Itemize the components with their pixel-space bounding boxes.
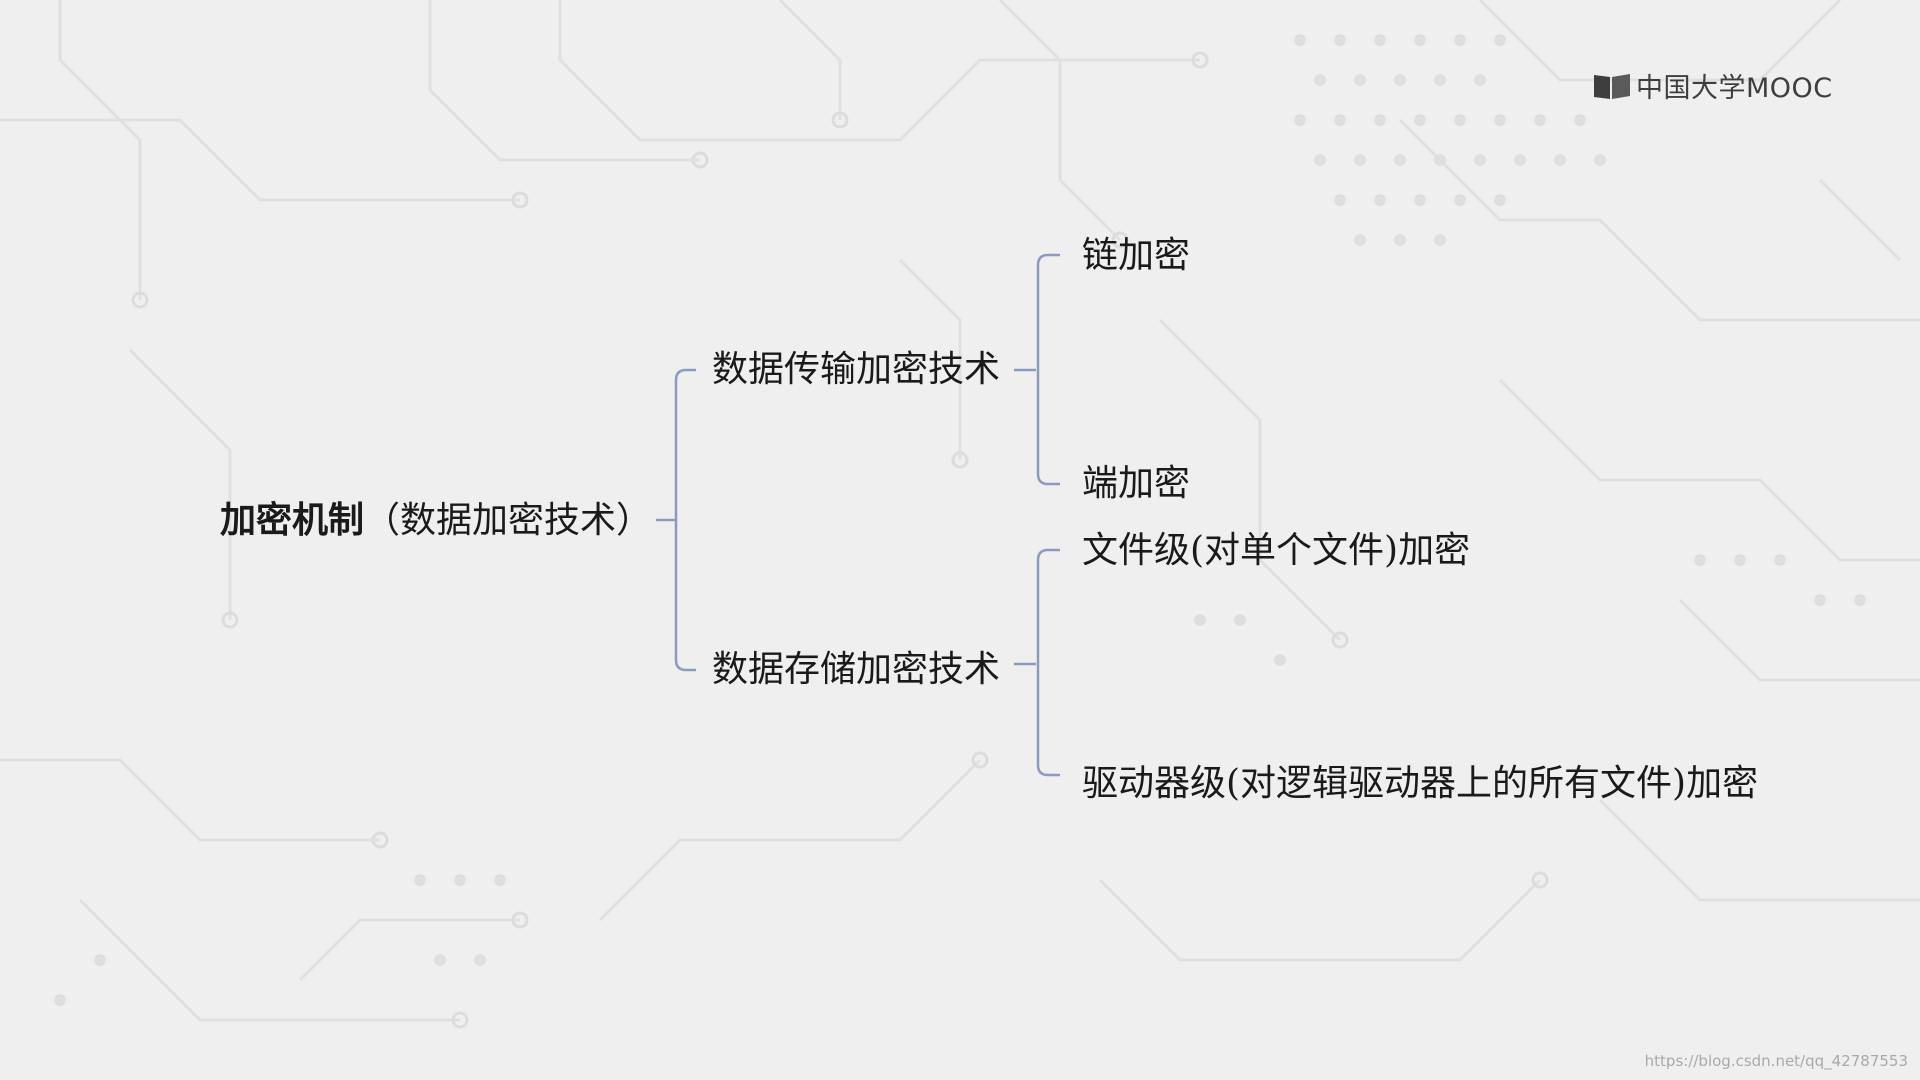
branch-storage-encryption: 数据存储加密技术 [712, 649, 1001, 690]
connector-storage-bracket [1036, 548, 1060, 777]
root-label: 加密机制 [220, 499, 365, 541]
branch-transmission-encryption: 数据传输加密技术 [712, 349, 1001, 390]
mooc-logo: 中国大学MOOC [1592, 66, 1833, 105]
leaf-file-level-encryption: 文件级(对单个文件)加密 [1082, 530, 1471, 571]
leaf-drive-level-encryption: 驱动器级(对逻辑驱动器上的所有文件)加密 [1082, 763, 1759, 804]
root-node: 加密机制（数据加密技术） [220, 502, 652, 539]
connector-transmit-bracket [1036, 253, 1060, 486]
root-label-paren: （数据加密技术） [364, 500, 653, 541]
book-icon [1594, 73, 1630, 99]
logo-text: 中国大学MOOC [1636, 73, 1833, 104]
watermark-url: https://blog.csdn.net/qq_42787553 [1644, 1052, 1908, 1070]
leaf-end-encryption: 端加密 [1082, 463, 1191, 504]
leaf-link-encryption: 链加密 [1082, 235, 1191, 276]
connector-root-bracket [674, 368, 696, 672]
